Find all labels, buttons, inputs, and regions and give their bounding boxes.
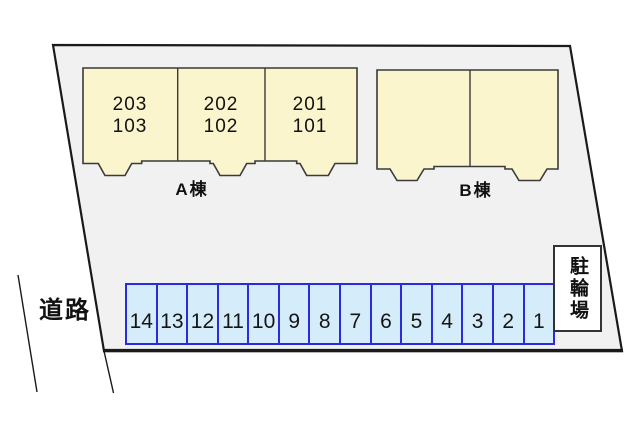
parking-space-number: 11 bbox=[222, 310, 244, 333]
parking-space-5: 5 bbox=[402, 285, 433, 343]
unit-label-a1: 203 103 bbox=[88, 94, 172, 137]
parking-space-3: 3 bbox=[463, 285, 494, 343]
parking-space-4: 4 bbox=[432, 285, 464, 343]
unit-a1-upper: 203 bbox=[112, 94, 148, 115]
parking-space-8: 8 bbox=[310, 285, 342, 343]
parking-space-number: 10 bbox=[251, 310, 276, 333]
bike-shed-label: 駐輪場 bbox=[567, 255, 588, 322]
road-line-outer bbox=[17, 274, 38, 393]
parking-space-2: 2 bbox=[493, 285, 525, 343]
parking-space-13: 13 bbox=[157, 285, 189, 343]
parking-space-number: 13 bbox=[160, 310, 184, 333]
building-b-label: B棟 bbox=[459, 181, 493, 200]
parking-space-number: 6 bbox=[380, 310, 392, 333]
building-a-outline bbox=[82, 67, 358, 177]
parking-space-number: 5 bbox=[410, 310, 423, 333]
parking-space-number: 14 bbox=[129, 310, 153, 333]
parking-space-number: 12 bbox=[190, 310, 215, 333]
parking-space-12: 12 bbox=[188, 285, 219, 343]
unit-a1-lower: 103 bbox=[112, 115, 148, 137]
parking-space-14: 14 bbox=[127, 285, 158, 343]
parking-space-1: 1 bbox=[524, 285, 554, 343]
unit-label-a2: 202 102 bbox=[179, 94, 263, 137]
parking-space-11: 11 bbox=[218, 285, 250, 343]
parking-space-number: 3 bbox=[471, 310, 484, 333]
parking-space-number: 2 bbox=[502, 310, 515, 333]
parking-space-number: 4 bbox=[441, 310, 453, 333]
unit-a2-lower: 102 bbox=[203, 115, 239, 137]
parking-space-7: 7 bbox=[341, 285, 372, 343]
parking-space-number: 1 bbox=[532, 310, 545, 333]
road-label: 道路 bbox=[39, 297, 91, 324]
unit-a3-lower: 101 bbox=[292, 115, 328, 137]
parking-space-9: 9 bbox=[279, 285, 311, 343]
parking-space-number: 8 bbox=[318, 310, 331, 333]
parking-space-number: 7 bbox=[349, 310, 362, 333]
unit-a2-upper: 202 bbox=[203, 94, 239, 115]
parking-space-6: 6 bbox=[371, 285, 403, 343]
road-line-inner bbox=[103, 350, 115, 394]
building-b-outline bbox=[376, 69, 559, 182]
building-a-label: A棟 bbox=[175, 180, 209, 199]
parking-space-10: 10 bbox=[249, 285, 280, 343]
unit-label-a3: 201 101 bbox=[268, 94, 352, 137]
parking-space-number: 9 bbox=[288, 310, 301, 333]
bike-shed-box: 駐輪場 bbox=[553, 245, 602, 332]
unit-a3-upper: 201 bbox=[292, 94, 328, 115]
